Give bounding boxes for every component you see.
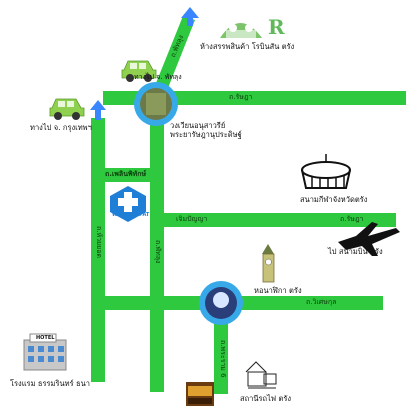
arrow-up-icon	[181, 7, 199, 26]
station-label: สถานีรถไฟ ตรัง	[240, 394, 292, 403]
road-label-phloenphithak: ถ.เพลินพิทักษ์	[105, 170, 147, 178]
road-label-phatthalung: ถ.พัทลุง	[154, 240, 162, 264]
stadium-icon	[301, 154, 351, 189]
hotel-sign-label: HOTEL	[36, 335, 55, 341]
stadium-label: สนามกีฬาจังหวัดตรัง	[300, 195, 368, 204]
airport-label: ไป สนามบิน ตรัง	[328, 247, 383, 256]
robinson-logo-icon	[220, 23, 262, 38]
clock-tower-icon	[262, 244, 275, 283]
to-phattalung-label: ทางไป จ. พัทลุง	[134, 73, 182, 81]
car-icon	[49, 98, 85, 120]
hotel-building-icon	[23, 333, 67, 371]
hospital-label: WATTANAPAT	[112, 212, 150, 218]
airplane-icon	[338, 222, 400, 256]
road-ratsada-top	[103, 91, 406, 105]
road-label-ratsada-top: ถ.รัษฎา	[229, 93, 253, 101]
to-bangkok-label: ทางไป จ. กรุงเทพฯ	[30, 123, 92, 132]
arrow-up-icon	[90, 100, 106, 120]
monument-label-1: วงเวียนอนุสาวรีย์	[170, 121, 226, 130]
road-label-chermpanya: เจิมปัญญา	[176, 215, 208, 223]
road-label-ratsada-right: ถ.รัษฎา	[340, 215, 364, 223]
clock-tower-label: หอนาฬิกา ตรัง	[254, 286, 302, 295]
road-phloenphithak	[93, 168, 163, 182]
road-phatthalung-diagonal	[150, 16, 195, 98]
train-station-icon	[245, 361, 277, 389]
hospital-cross-icon	[110, 186, 146, 222]
road-huai-yot	[91, 118, 105, 382]
road-chermpanya	[150, 213, 396, 227]
monument-label-2: พระยารัษฎานุประดิษฐ์	[170, 130, 242, 139]
hotel-label: โรงแรม ธรรมรินทร์ ธนา	[10, 379, 90, 388]
photo-thumbnail-icon	[186, 382, 214, 406]
monument-photo-icon	[146, 93, 166, 115]
roundabout-clock-light	[213, 292, 229, 308]
car-icon	[121, 60, 157, 82]
road-label-wisetkun: ถ.วิเศษกุล	[306, 298, 337, 306]
road-label-phraram6: ถ.พระราม 6	[219, 340, 227, 378]
road-label-huai-yot: ถ.ห้วยยอด	[95, 226, 103, 258]
road-phatthalung	[150, 98, 164, 392]
robinson-r-logo: R	[268, 15, 285, 39]
mall-label: ห้างสรรพสินค้า โรบินสัน ตรัง	[200, 42, 295, 51]
